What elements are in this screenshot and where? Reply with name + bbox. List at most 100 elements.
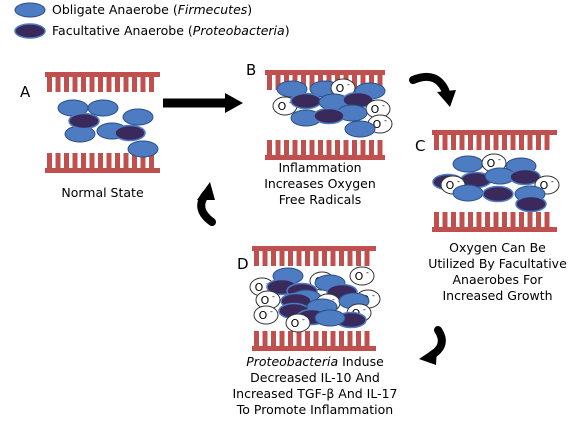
oxygen-radical-charge: - (457, 177, 460, 186)
epithelium-cell (106, 77, 112, 92)
epithelium-cell (313, 331, 319, 346)
facultative-anaerobe-cell (509, 168, 541, 186)
epithelium-cell (377, 140, 383, 155)
epithelium-cell (64, 77, 69, 92)
oxygen-radical-charge: - (266, 279, 269, 288)
epithelium-cell (81, 153, 86, 168)
arrow-c-to-d (419, 326, 446, 365)
epithelium-cell (510, 212, 516, 227)
epithelium-cell (267, 75, 272, 90)
oxygen-radical-label: O (540, 179, 549, 192)
obligate-anaerobe-cell (344, 120, 376, 138)
oxygen-radical: O- (253, 305, 279, 325)
facultative-anaerobe-cell (68, 112, 100, 130)
epithelium-cell (356, 251, 361, 266)
epithelium-cell (330, 331, 336, 346)
epithelium-cell (339, 251, 344, 266)
epithelium-cell (64, 153, 69, 168)
epithelium-cell (284, 140, 289, 155)
oxygen-radical-label: O (259, 309, 268, 322)
epithelium-cell (502, 135, 507, 150)
epithelium-cell (271, 251, 276, 266)
epithelium-cell (115, 77, 120, 92)
epithelium-cell (352, 75, 357, 90)
epithelium-cell (275, 75, 281, 90)
epithelium-bar (432, 130, 557, 135)
oxygen-radical-charge: - (498, 155, 501, 164)
panel-c-gut-lumen: O-O-O- (432, 130, 560, 232)
facultative-anaerobe-cell (313, 107, 345, 125)
panel-d-gut-lumen: O-O-O-O-O-O-O-O-O- (249, 246, 381, 351)
epithelium-cell (292, 140, 298, 155)
epithelium-cell (451, 212, 456, 227)
epithelium-cell (519, 212, 524, 227)
oxygen-radical: O- (365, 99, 391, 119)
epithelium-top (432, 130, 557, 150)
epithelium-cell (502, 212, 507, 227)
epithelium-cell (347, 331, 353, 346)
epithelium-cell (123, 153, 129, 168)
panel-d-letter: D (237, 255, 249, 273)
oxygen-radical-label: O (255, 281, 264, 294)
epithelium-cell (123, 77, 129, 92)
facultative-anaerobe-cell (482, 185, 514, 203)
epithelium-cell (296, 251, 302, 266)
epithelium-cell (301, 75, 306, 90)
panel-b-gut-lumen: O-O-O-O- (265, 70, 393, 160)
epithelium-cell (301, 140, 306, 155)
obligate-anaerobe-cell (122, 108, 154, 126)
epithelium-cell (326, 140, 332, 155)
epithelium-cell (510, 135, 516, 150)
epithelium-cell (377, 75, 383, 90)
obligate-anaerobe-cell (452, 184, 484, 202)
epithelium-cell (55, 77, 61, 92)
epithelium-bar (252, 346, 376, 351)
epithelium-cell (72, 153, 78, 168)
epithelium-cell (89, 77, 95, 92)
oxygen-radical-ring (349, 266, 375, 286)
epithelium-cell (254, 331, 259, 346)
epithelium-cell (369, 75, 374, 90)
epithelium-cell (47, 77, 52, 92)
epithelium-cell (527, 135, 533, 150)
panel-b-caption: Inflammation Increases Oxygen Free Radic… (264, 160, 376, 207)
epithelium-cell (364, 251, 370, 266)
epithelium-cell (335, 140, 340, 155)
epithelium-cell (132, 153, 137, 168)
epithelium-cell (451, 135, 456, 150)
oxygen-radical-label: O (446, 179, 455, 192)
epithelium-bottom (252, 331, 376, 351)
oxygen-radical-charge: - (551, 177, 554, 186)
epithelium-cell (442, 135, 448, 150)
epithelium-cell (305, 331, 310, 346)
facultative-anaerobe-cell (290, 92, 322, 110)
epithelium-cell (544, 135, 550, 150)
epithelium-cell (275, 140, 281, 155)
panel-c-caption: Oxygen Can Be Utilized By Facultative An… (428, 240, 567, 303)
epithelium-cell (288, 251, 293, 266)
obligate-anaerobe-cell (276, 80, 308, 98)
epithelium-cell (55, 153, 61, 168)
epithelium-cell (149, 153, 154, 168)
epithelium-cell (149, 77, 154, 92)
epithelium-cell (527, 212, 533, 227)
epithelium-cell (468, 212, 473, 227)
epithelium-cell (106, 153, 112, 168)
epithelium-cell (279, 331, 285, 346)
oxygen-radical-ring (285, 313, 311, 333)
obligate-anaerobe-cell (87, 99, 119, 117)
epithelium-cell (132, 77, 137, 92)
epithelium-cell (468, 135, 473, 150)
epithelium-cell (356, 331, 361, 346)
panel-d-caption: Proteobacteria Induse Decreased IL-10 An… (232, 354, 398, 417)
oxygen-radical-charge: - (382, 101, 385, 110)
epithelium-cell (89, 153, 95, 168)
epithelium-cell (98, 77, 103, 92)
epithelium-cell (254, 251, 259, 266)
oxygen-radical-charge: - (302, 315, 305, 324)
epithelium-cell (140, 153, 146, 168)
oxygen-radical-charge: - (270, 307, 273, 316)
epithelium-cell (318, 140, 323, 155)
